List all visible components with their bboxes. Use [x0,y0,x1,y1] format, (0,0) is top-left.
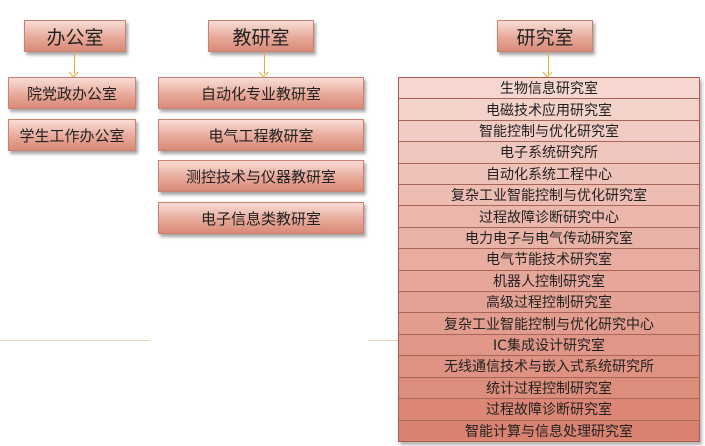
research-item: 电子系统研究所 [399,142,699,164]
research-item: 过程故障诊断研究中心 [399,206,699,228]
research-item: 生物信息研究室 [399,78,699,100]
research-item: 统计过程控制研究室 [399,377,699,400]
research-item: 过程故障诊断研究室 [399,399,699,421]
research-item: 无线通信技术与嵌入式系统研究所 [399,356,699,378]
research-header: 研究室 [497,20,593,52]
research-list: 生物信息研究室电磁技术应用研究室智能控制与优化研究室电子系统研究所自动化系统工程… [398,77,700,442]
research-item: IC集成设计研究室 [399,334,699,357]
divider-line [368,340,398,341]
research-item: 电力电子与电气传动研究室 [399,227,699,250]
office-item: 院党政办公室 [8,77,136,109]
office-header: 办公室 [24,20,126,52]
arrow-icon [548,52,549,74]
research-item: 电气节能技术研究室 [399,249,699,271]
arrow-icon [264,52,265,74]
research-item: 复杂工业智能控制与优化研究室 [399,185,699,207]
teaching-item: 电气工程教研室 [158,119,364,151]
teaching-item: 电子信息类教研室 [158,202,364,234]
teaching-item: 自动化专业教研室 [158,77,364,109]
teaching-item: 测控技术与仪器教研室 [158,160,364,192]
research-item: 机器人控制研究室 [399,270,699,293]
arrow-icon [74,52,75,74]
teaching-header: 教研室 [208,20,314,52]
divider-line [0,340,150,341]
office-item: 学生工作办公室 [8,119,136,151]
research-item: 高级过程控制研究室 [399,292,699,314]
research-item: 智能计算与信息处理研究室 [399,420,699,441]
research-item: 电磁技术应用研究室 [399,99,699,121]
research-item: 复杂工业智能控制与优化研究中心 [399,313,699,335]
research-item: 智能控制与优化研究室 [399,120,699,143]
research-item: 自动化系统工程中心 [399,163,699,186]
